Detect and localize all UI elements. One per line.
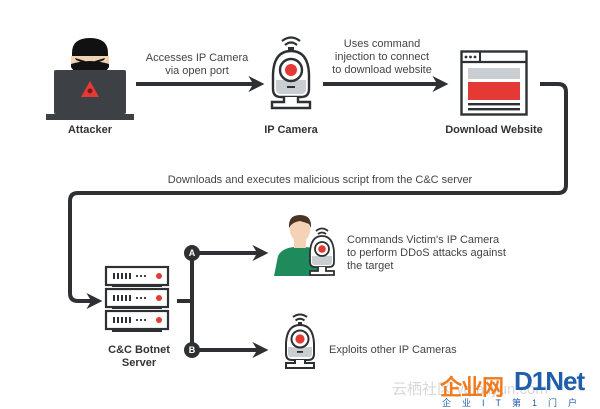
edge-label-line: injection to connect: [334, 51, 430, 63]
watermark-en-brand: D1Net: [514, 366, 585, 396]
edge-label-attacker-camera: Accesses IP Camera via open port: [136, 52, 258, 78]
cc-server-label-line: C&C Botnet: [108, 344, 170, 356]
watermark-ghost-text: 云栖社区 yq.aliyun.com: [392, 381, 548, 398]
branch-b-label: Exploits other IP Cameras: [329, 344, 457, 356]
branch-marker-b: B: [184, 342, 200, 358]
edge-label-website-server: Downloads and executes malicious script …: [167, 174, 473, 186]
other-ip-camera-icon: [285, 313, 315, 369]
branch-a-label: Commands Victim's IP Camera to perform D…: [347, 234, 506, 273]
ip-camera-label: IP Camera: [264, 124, 318, 136]
branch-a-label-line: the target: [347, 260, 394, 272]
watermark-cn-brand: 企业网: [440, 375, 504, 400]
website-icon: [460, 50, 528, 116]
download-website-label: Download Website: [445, 124, 543, 136]
ip-camera-icon: [270, 36, 312, 110]
edge-label-line: via open port: [165, 65, 229, 77]
cc-server-label-line: Server: [121, 357, 157, 369]
edge-label-camera-website: Uses command injection to connect to dow…: [318, 38, 446, 77]
branch-marker-a: A: [184, 245, 200, 261]
branch-a-label-line: Commands Victim's IP Camera: [347, 234, 500, 246]
watermark-tagline: 企业IT第1门户: [442, 398, 589, 408]
cc-server-label: C&C Botnet Server: [96, 344, 182, 370]
attacker-label: Attacker: [67, 124, 113, 136]
branch-a-label-line: to perform DDoS attacks against: [347, 247, 506, 259]
edge-label-line: to download website: [332, 64, 432, 76]
edge-label-line: Accesses IP Camera: [145, 52, 249, 64]
cc-server-icon: [104, 265, 170, 332]
edge-label-line: Uses command: [343, 38, 421, 50]
arrow-website-to-server: [68, 82, 568, 309]
attacker-icon: [46, 38, 134, 120]
victim-with-camera-icon: [274, 215, 335, 276]
